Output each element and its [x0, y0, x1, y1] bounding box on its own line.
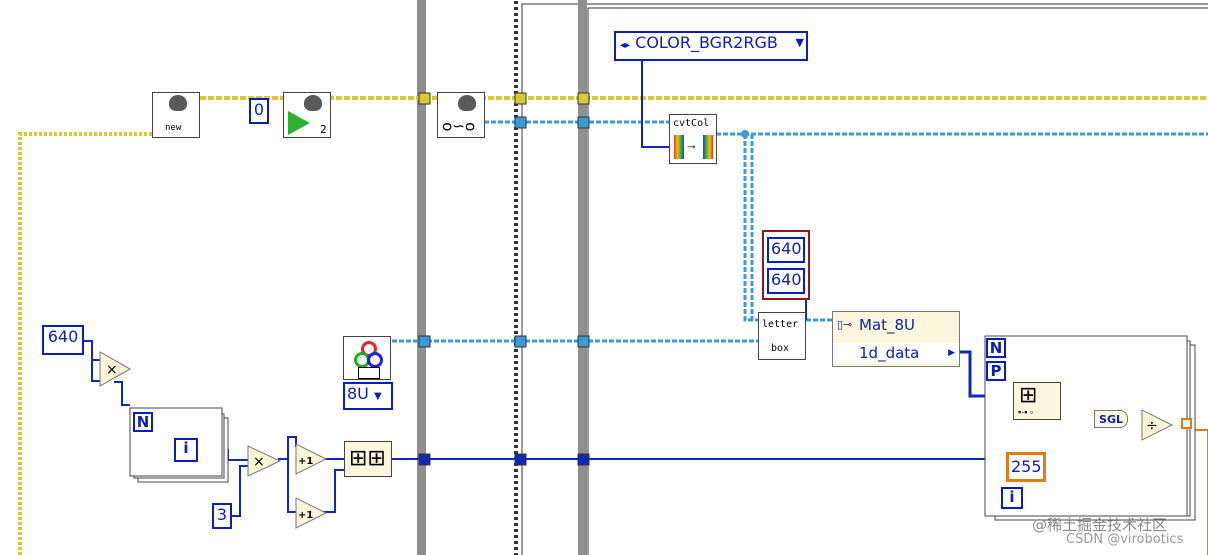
svg-text:+1: +1: [298, 510, 313, 521]
letterbox-size-cluster[interactable]: 640 640: [762, 230, 810, 300]
multiply-node[interactable]: ×: [99, 351, 132, 387]
increment-node[interactable]: +1: [295, 443, 328, 475]
size-constant-640[interactable]: 640: [42, 325, 84, 355]
camera-index-constant[interactable]: 0: [249, 98, 269, 124]
play-count: 2: [320, 123, 327, 136]
svg-text:×: ×: [106, 362, 118, 378]
divisor-constant-255[interactable]: 255: [1006, 452, 1046, 482]
reshape-array-node[interactable]: ⊞⊞: [344, 441, 392, 477]
camera-new-vi[interactable]: new: [152, 92, 200, 138]
camera-icon: [458, 95, 476, 111]
color-code-enum[interactable]: ◂▸ COLOR_BGR2RGB ▼: [614, 31, 808, 61]
loop-iteration-terminal[interactable]: i: [174, 438, 198, 462]
color-code-value: COLOR_BGR2RGB: [635, 33, 778, 52]
opencv-logo-icon: [343, 336, 391, 380]
mat-icon: ▯⊸: [837, 318, 853, 331]
color-bars-icon: [674, 135, 684, 159]
chevron-down-icon: ▼: [795, 36, 804, 49]
mat-type-select[interactable]: 8U ▼: [343, 382, 393, 410]
loop-iteration-terminal-right[interactable]: i: [1001, 487, 1023, 509]
watermark-line2: CSDN @virobotics: [1066, 532, 1184, 547]
cvtcolor-vi[interactable]: cvtCol →: [669, 114, 717, 164]
glasses-icon: ᴑ∽ᴑ: [442, 117, 476, 135]
divide-node[interactable]: ÷: [1141, 409, 1174, 441]
letterbox-height-constant[interactable]: 640: [767, 268, 805, 294]
sgl-label: SGL: [1099, 413, 1123, 426]
refnum-wire[interactable]: [18, 96, 1208, 555]
int-wire[interactable]: [84, 60, 1142, 517]
frame-left-bar[interactable]: [417, 0, 426, 555]
loop-count-terminal[interactable]: N: [133, 412, 153, 432]
camera-icon: [304, 95, 322, 111]
mat-type-ring[interactable]: 8U ▼: [343, 336, 393, 418]
opencv-logo-ring-blue: [367, 352, 383, 368]
for-loop-frame-right[interactable]: [984, 335, 1196, 521]
mat-label: Mat_8U: [859, 316, 916, 334]
array-grid-icon: ⊞⊞: [349, 445, 386, 470]
loop-output-tunnel: [1181, 418, 1192, 429]
new-label: new: [165, 123, 182, 133]
watermark-line1: @稀土掘金技术社区: [1032, 516, 1168, 534]
index-terminals-icon: ▪·▪ ▫: [1018, 407, 1034, 417]
cvtcolor-label: cvtCol: [673, 118, 710, 129]
camera-start-vi[interactable]: 2: [283, 92, 331, 138]
opencv-logo-box: [358, 367, 380, 379]
letterbox-width-constant[interactable]: 640: [767, 237, 805, 263]
svg-text:+1: +1: [298, 456, 313, 467]
mat-type-value: 8U: [347, 384, 369, 403]
camera-icon: [169, 95, 187, 111]
camera-read-vi[interactable]: ᴑ∽ᴑ: [437, 92, 485, 138]
output-arrow-icon: ▶: [948, 348, 955, 358]
array-grid-icon: ⊞: [1019, 382, 1038, 407]
loop-count-terminal-right[interactable]: N: [986, 338, 1006, 358]
svg-text:×: ×: [253, 454, 265, 470]
unbundle-by-name[interactable]: ▯⊸ Mat_8U 1d_data ▶: [832, 311, 960, 367]
box-label: box: [771, 343, 790, 354]
unbundle-row-mat[interactable]: ▯⊸ Mat_8U: [833, 315, 959, 335]
to-single-float-node[interactable]: SGL: [1094, 410, 1128, 428]
arrow-icon: →: [685, 137, 698, 152]
chevron-down-icon: ▼: [373, 391, 382, 402]
parallel-terminal[interactable]: P: [986, 361, 1006, 381]
flat-sequence-frame[interactable]: [514, 0, 1208, 555]
increment-node-2[interactable]: +1: [295, 497, 328, 529]
tunnels: [418, 92, 749, 466]
letter-label: letter: [762, 319, 799, 330]
channels-constant[interactable]: 3: [212, 503, 232, 529]
enum-arrows-icon: ◂▸: [620, 40, 631, 51]
unbundle-row-data[interactable]: 1d_data ▶: [833, 343, 959, 363]
multiply-node-2[interactable]: ×: [247, 445, 282, 477]
index-array-node[interactable]: ⊞ ▪·▪ ▫: [1013, 382, 1061, 420]
letterbox-vi[interactable]: letter box: [758, 312, 806, 360]
data-label: 1d_data: [859, 344, 920, 362]
svg-text:÷: ÷: [1146, 418, 1158, 434]
color-bars-icon-2: [703, 135, 713, 159]
play-icon: [288, 111, 310, 135]
